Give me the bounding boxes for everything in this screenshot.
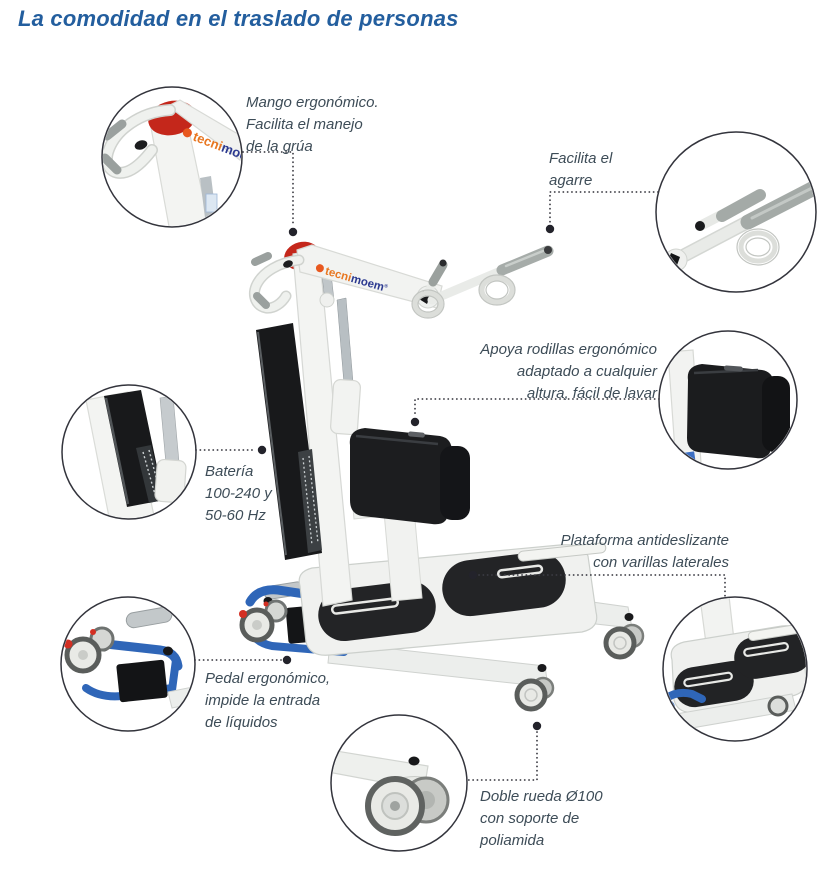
page-title: La comodidad en el traslado de personas — [18, 6, 459, 31]
callout-line-plataforma — [478, 574, 726, 598]
push-handles — [248, 252, 305, 314]
callout-dot-bateria — [257, 445, 267, 455]
callout-circle-plataforma — [662, 596, 808, 742]
callout-line-agarre — [549, 191, 659, 224]
base-leg-left — [327, 641, 555, 712]
callout-line-mango — [242, 151, 294, 227]
boom-arm: tecnimoem® — [296, 244, 443, 309]
callout-circle-rueda — [330, 714, 468, 852]
callout-dot-rueda — [532, 721, 542, 731]
callout-dot-pedal — [282, 655, 292, 665]
callout-circle-pedal — [60, 596, 196, 732]
grip-arms — [411, 245, 554, 319]
callout-dot-rodillas — [410, 417, 420, 427]
hand-ring — [478, 274, 516, 306]
callout-line-rueda — [467, 731, 538, 781]
logo-registered: ® — [383, 282, 389, 290]
product-standing-lift: tecnimoem® — [239, 241, 645, 712]
callout-circle-agarre — [655, 131, 817, 293]
callout-circle-mango: tecnimoem — [101, 86, 243, 228]
callout-line-rodillas — [414, 398, 660, 417]
callout-circle-rodillas — [658, 330, 798, 470]
callout-dot-agarre — [545, 224, 555, 234]
callout-dot-plataforma — [468, 570, 478, 580]
knee-pad — [349, 428, 470, 602]
callout-text-pedal: Pedal ergonómico, impide la entrada de l… — [205, 670, 331, 731]
leader-lines — [194, 151, 726, 781]
hand-ring — [411, 289, 445, 319]
callout-text-rueda: Doble rueda Ø100 con soporte de poliamid… — [480, 788, 603, 849]
callout-text-plataforma: Plataforma antideslizante con varillas l… — [560, 532, 729, 571]
callout-text-bateria: Batería 100-240 y 50-60 Hz — [205, 463, 272, 524]
callout-text-agarre: Facilita el agarre — [549, 150, 613, 189]
callout-text-mango: Mango ergonómico. Facilita el manejo de … — [246, 94, 379, 155]
callout-dot-mango — [288, 227, 298, 237]
callout-circle-bateria — [61, 384, 197, 520]
callout-text-rodillas: Apoya rodillas ergonómico adaptado a cua… — [480, 341, 657, 402]
battery-pack — [256, 323, 322, 560]
